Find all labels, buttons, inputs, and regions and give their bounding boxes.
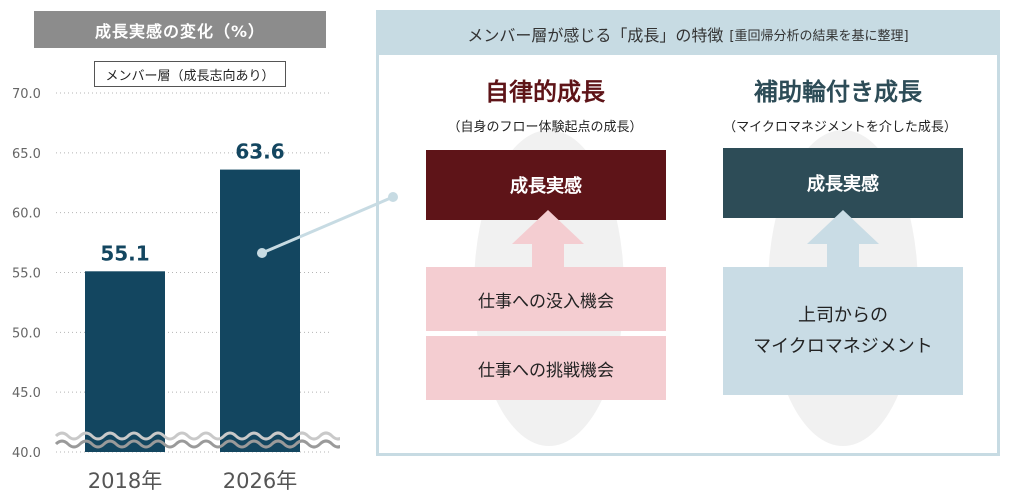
panel-title: メンバー層が感じる「成長」の特徴 (467, 26, 724, 45)
chart-title: 成長実感の変化（%） (34, 11, 326, 48)
right-factor-line1: 上司からの (798, 305, 888, 326)
y-tick-label: 65.0 (12, 147, 41, 162)
data-label: 63.6 (235, 140, 284, 164)
x-tick-label: 2018年 (88, 469, 162, 493)
data-label: 55.1 (100, 241, 149, 265)
right-column-title: 補助輪付き成長 (754, 78, 922, 106)
left-column-title: 自律的成長 (485, 78, 605, 106)
y-tick-label: 55.0 (12, 267, 41, 282)
bar (85, 271, 165, 452)
left-growth-box: 成長実感 (426, 150, 666, 220)
right-factor-line2: マイクロマネジメント (753, 336, 933, 357)
x-tick-label: 2026年 (223, 469, 297, 493)
bar (220, 169, 300, 452)
y-tick-label: 60.0 (12, 207, 41, 222)
right-up-arrow (807, 210, 879, 270)
y-tick-label: 70.0 (12, 87, 41, 102)
y-tick-label: 45.0 (12, 386, 41, 401)
panel-header: メンバー層が感じる「成長」の特徴 [重回帰分析の結果を基に整理] (379, 13, 997, 55)
axis-break-wave (54, 431, 340, 441)
right-column-subtitle: （マイクロマネジメントを介した成長） (723, 120, 957, 135)
right-growth-box: 成長実感 (723, 148, 963, 218)
y-tick-label: 40.0 (12, 446, 41, 461)
axis-break-wave (54, 439, 340, 449)
bar-chart: 70.0 65.0 60.0 55.0 50.0 45.0 40.0 55.1 2018年 63.… (12, 87, 340, 493)
left-factor-challenge: 仕事への挑戦機会 (426, 336, 666, 400)
left-column-subtitle: （自身のフロー体験起点の成長） (447, 120, 643, 135)
y-tick-label: 50.0 (12, 326, 41, 341)
series-label: メンバー層（成長志向あり） (94, 61, 286, 87)
left-factor-immersion: 仕事への没入機会 (426, 267, 666, 331)
panel-title-note: [重回帰分析の結果を基に整理] (729, 28, 909, 44)
right-factor-micromanagement: 上司からの マイクロマネジメント (723, 267, 963, 395)
left-up-arrow (512, 210, 584, 270)
